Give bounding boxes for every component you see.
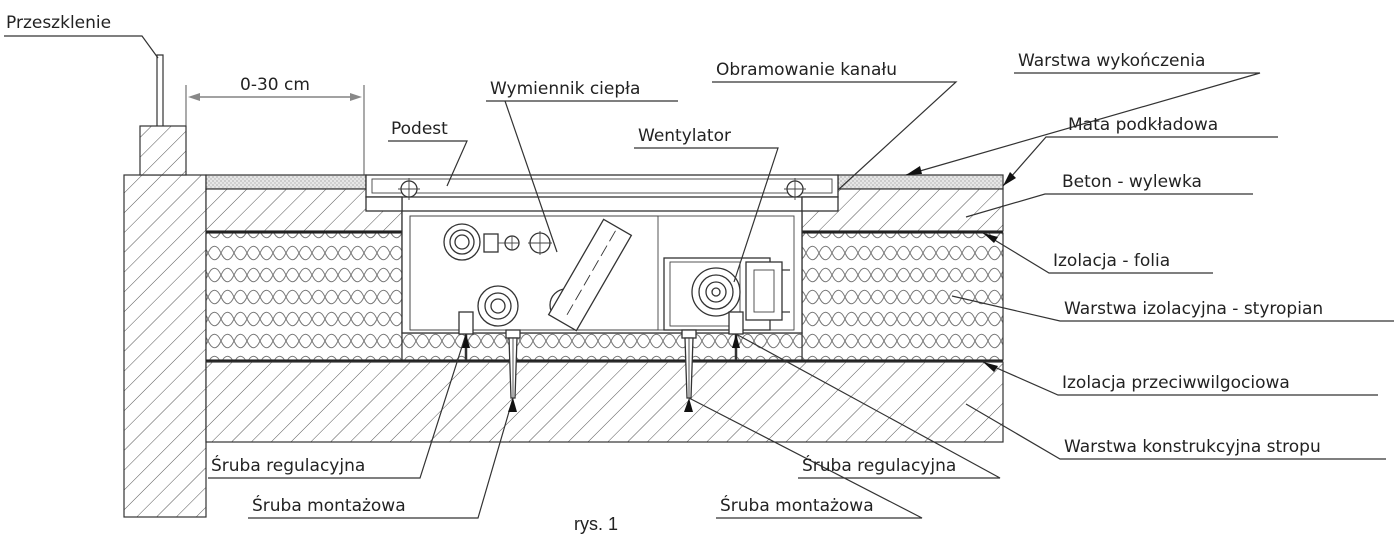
- insulation-layer-right: [801, 232, 1004, 361]
- screw-symbol-right: [784, 178, 806, 200]
- finish-layer-right: [837, 174, 1004, 190]
- pipe-circle-right: [528, 231, 552, 255]
- label-izolacja-przeciwwilgociowa: Izolacja przeciwwilgociowa: [1062, 373, 1290, 393]
- finish-layer-left: [205, 174, 367, 190]
- glazing-panel: [156, 54, 164, 126]
- structural-slab: [205, 361, 1004, 443]
- screw-symbol-left: [398, 178, 420, 200]
- wall-column: [123, 174, 207, 518]
- exchanger-box: [409, 215, 659, 331]
- mounting-screw-right: [681, 329, 697, 399]
- grille-inner: [371, 178, 833, 194]
- insulation-layer-left: [205, 232, 403, 361]
- pipe-fitting-lower: [477, 285, 519, 327]
- dimension-label: 0-30 cm: [240, 75, 310, 95]
- label-wentylator: Wentylator: [638, 126, 731, 146]
- label-obramowanie: Obramowanie kanału: [716, 60, 897, 80]
- label-przeszklenie: Przeszklenie: [6, 13, 111, 33]
- grille-frame: [365, 174, 839, 198]
- frame-foot-right: [801, 196, 839, 212]
- figure-caption: rys. 1: [574, 514, 618, 534]
- pipe-fitting-upper: [443, 223, 481, 261]
- dimension-line: [185, 85, 365, 175]
- valve-symbol: [483, 233, 520, 253]
- label-sruba-montazowa-left: Śruba montażowa: [252, 494, 406, 516]
- label-sruba-regulacyjna-left: Śruba regulacyjna: [211, 454, 365, 476]
- label-warstwa-konstrukcyjna: Warstwa konstrukcyjna stropu: [1064, 437, 1321, 457]
- label-mata: Mata podkładowa: [1068, 115, 1218, 135]
- label-warstwa-izolacyjna: Warstwa izolacyjna - styropian: [1064, 299, 1323, 319]
- label-wymiennik: Wymiennik ciepła: [490, 79, 640, 99]
- label-sruba-regulacyjna-right: Śruba regulacyjna: [802, 454, 956, 476]
- glazing-base: [139, 125, 187, 176]
- label-warstwa-wykonczenia: Warstwa wykończenia: [1018, 51, 1205, 71]
- leader-lines: [4, 35, 1394, 519]
- label-podest: Podest: [391, 119, 448, 139]
- label-beton: Beton - wylewka: [1062, 172, 1202, 192]
- exchanger-plate: [547, 218, 633, 332]
- mounting-screw-left: [505, 329, 521, 399]
- arrowheads: [462, 166, 1016, 412]
- label-sruba-montazowa-right: Śruba montażowa: [720, 494, 874, 516]
- frame-foot-left: [365, 196, 403, 212]
- label-izolacja-folia: Izolacja - folia: [1053, 251, 1170, 271]
- fan-unit: [663, 257, 790, 331]
